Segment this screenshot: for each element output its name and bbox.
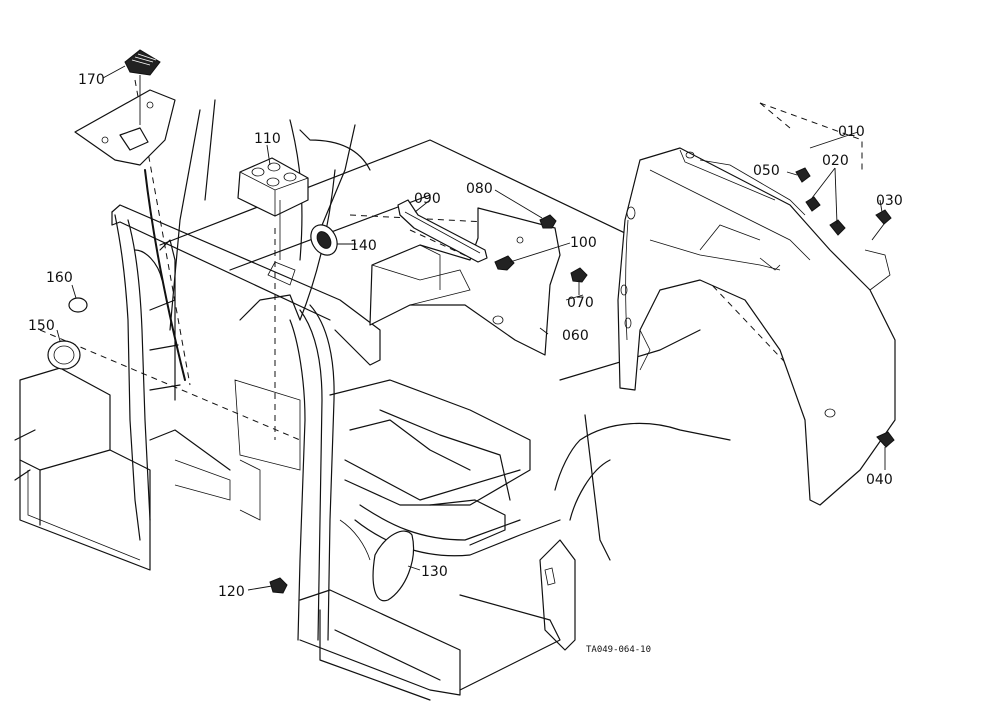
label-110: 110 xyxy=(254,131,281,147)
part-110-box xyxy=(237,157,309,286)
label-120: 120 xyxy=(218,584,245,600)
part-labels: 170 110 140 090 080 100 070 060 010 050 … xyxy=(28,72,903,655)
label-100: 100 xyxy=(570,235,597,251)
label-170: 170 xyxy=(78,72,105,88)
label-050: 050 xyxy=(753,163,780,179)
label-130: 130 xyxy=(421,564,448,580)
label-010: 010 xyxy=(838,124,865,140)
part-150-160-caps xyxy=(47,297,88,370)
label-040: 040 xyxy=(866,472,893,488)
leader-lines xyxy=(56,65,886,591)
label-150: 150 xyxy=(28,318,55,334)
label-070: 070 xyxy=(567,295,594,311)
tractor-frame xyxy=(14,99,731,701)
label-080: 080 xyxy=(466,181,493,197)
part-060-plate xyxy=(369,199,588,356)
part-140-grommet xyxy=(310,224,338,256)
part-010-fender xyxy=(617,147,896,506)
label-030: 030 xyxy=(876,193,903,209)
label-160: 160 xyxy=(46,270,73,286)
part-170-pad xyxy=(74,49,186,381)
label-140: 140 xyxy=(350,238,377,254)
label-090: 090 xyxy=(414,191,441,207)
label-060: 060 xyxy=(562,328,589,344)
assembly-dashed-lines xyxy=(39,79,863,441)
part-120-130 xyxy=(269,519,414,602)
label-020: 020 xyxy=(822,153,849,169)
drawing-code: TA049-064-10 xyxy=(586,645,651,655)
